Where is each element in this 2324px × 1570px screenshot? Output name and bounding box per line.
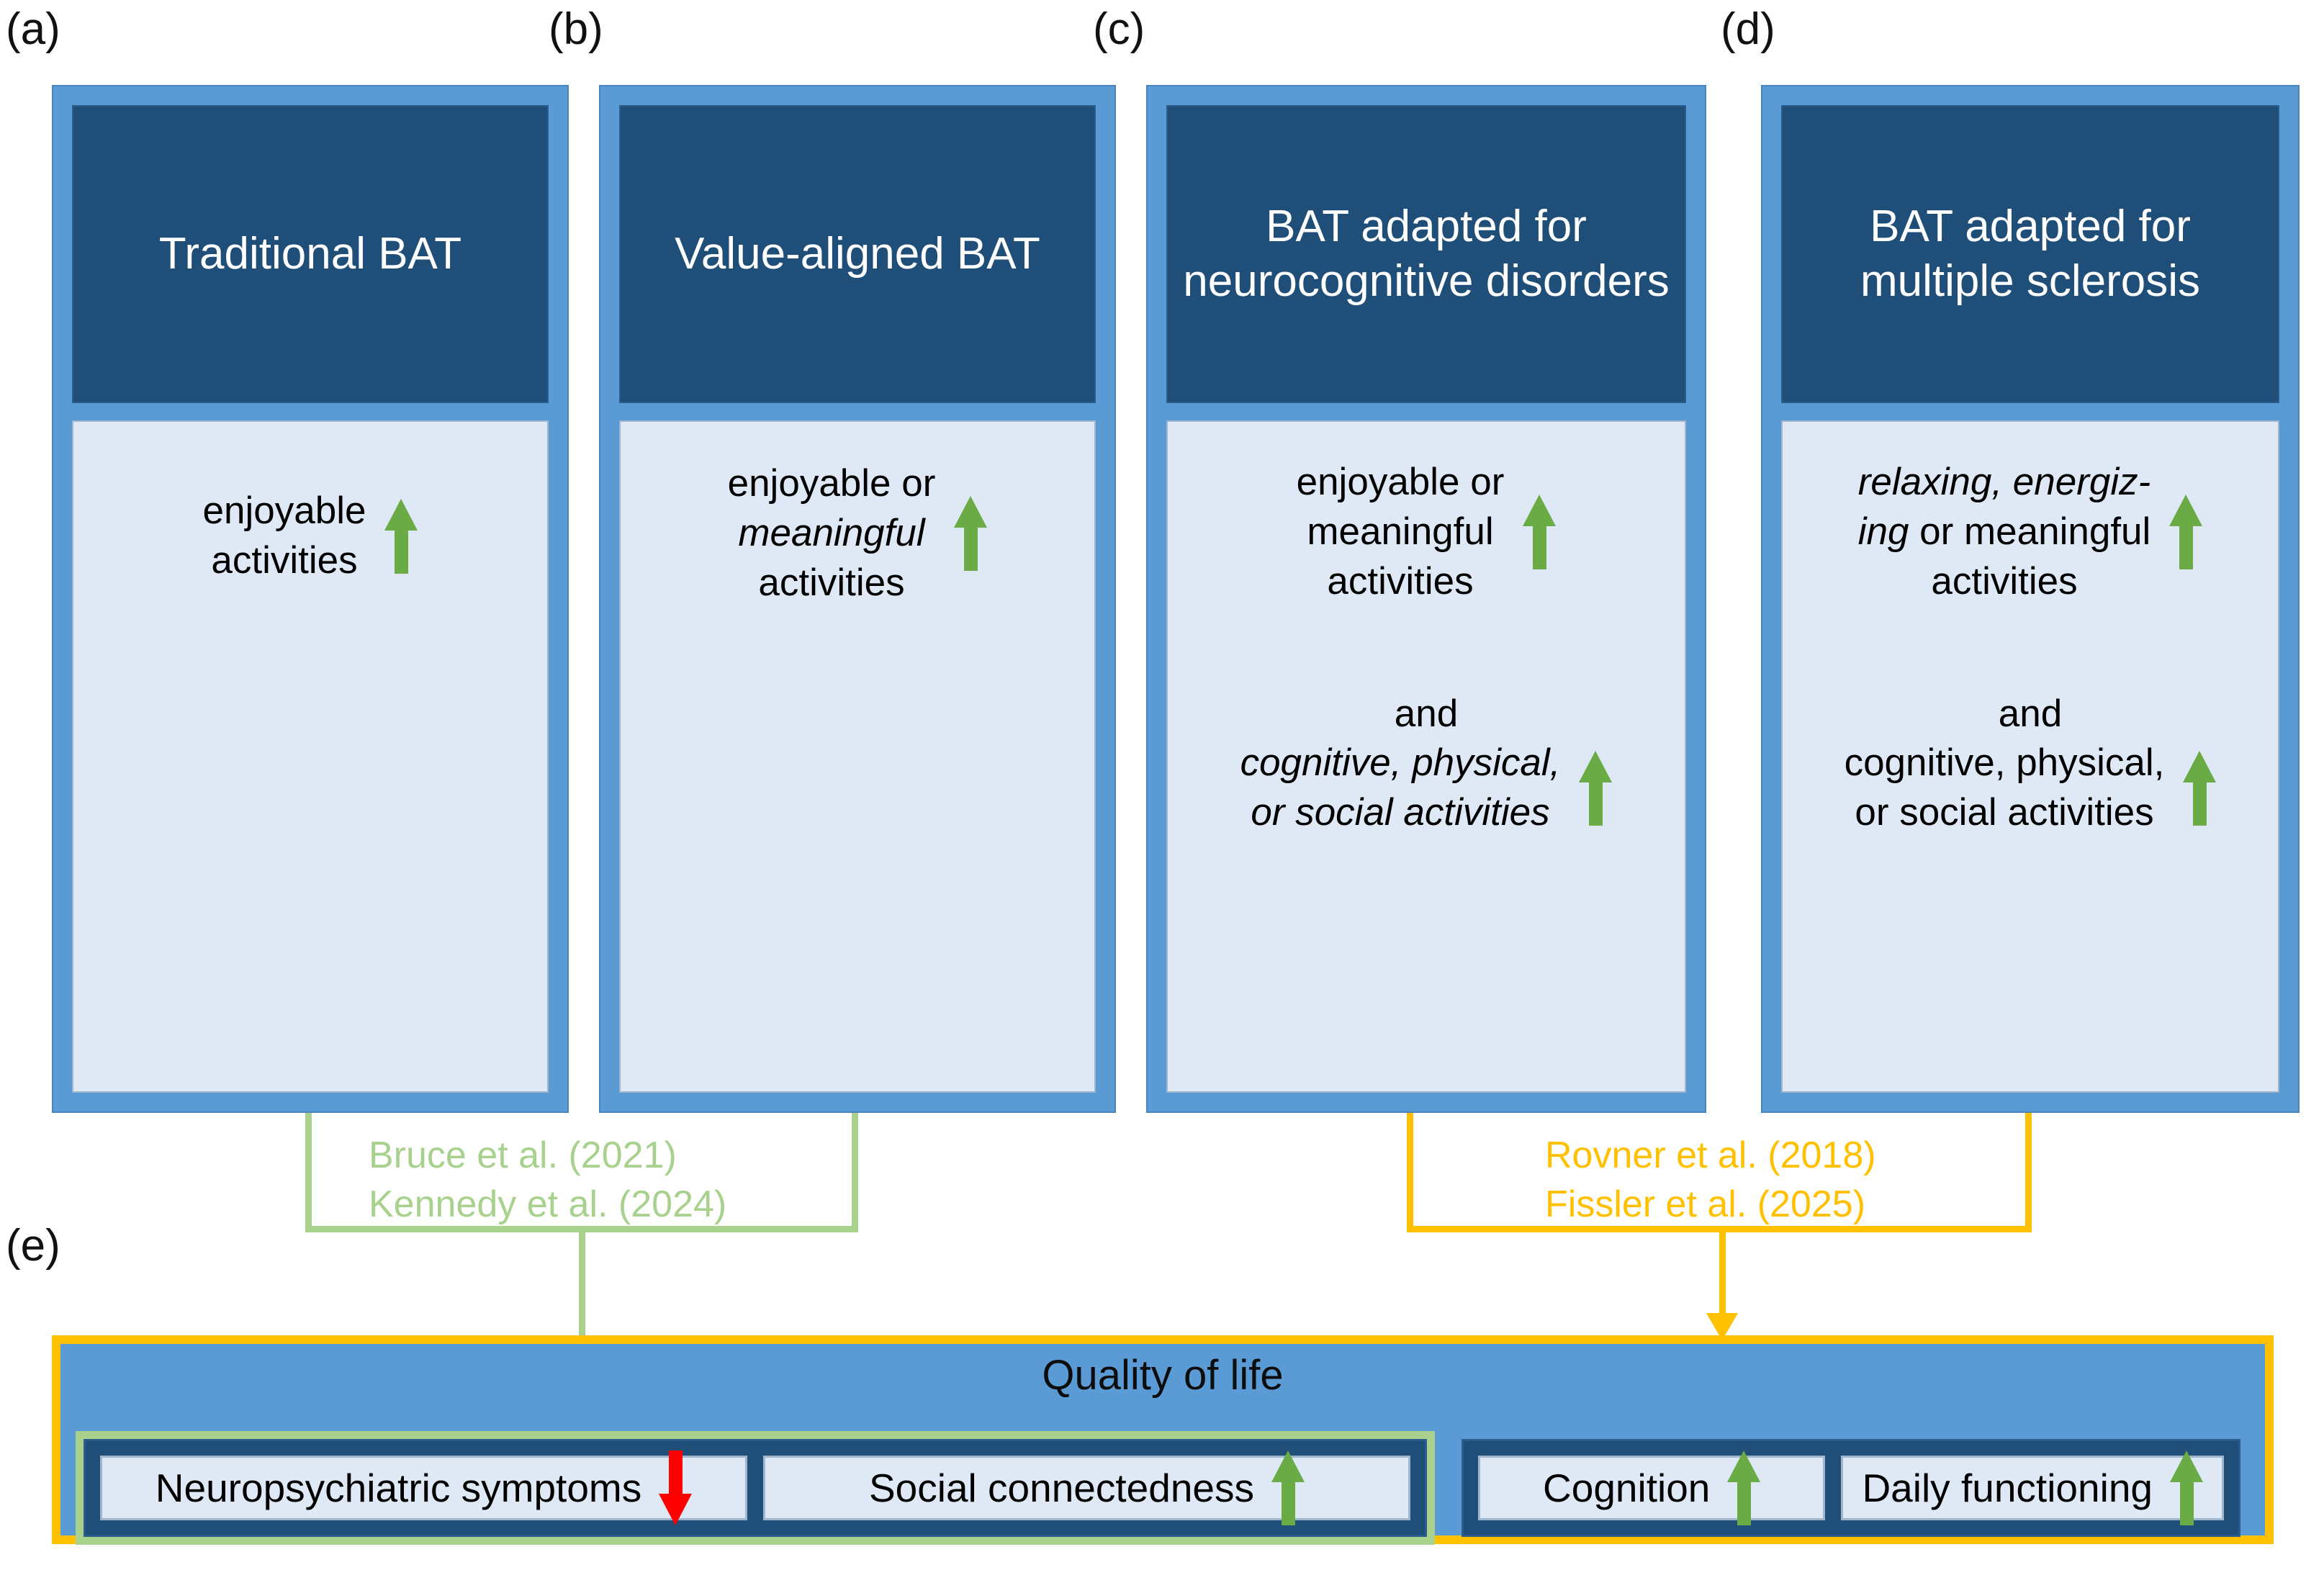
up-arrow-icon [2170,1451,2203,1525]
up-arrow-icon [2183,750,2217,826]
outcome-group-green: Neuropsychiatric symptoms Social connect… [76,1431,1435,1545]
outcome-chip-label: Cognition [1543,1466,1711,1510]
panel-c-row-2: cognitive, physical,or social activities [1168,739,1685,838]
panel-c-title: BAT adapted for neurocognitive disorders [1166,105,1686,403]
panel-d-row-2-text: cognitive, physical,or social activities [1844,741,2165,834]
panel-d-title: BAT adapted for multiple sclerosis [1781,105,2279,403]
up-arrow-icon [384,498,418,574]
panel-bat-multiple-sclerosis: BAT adapted for multiple sclerosis relax… [1761,85,2300,1113]
connector-green-stem [579,1232,585,1373]
citation-green-line-1: Bruce et al. (2021) [369,1134,677,1176]
outcome-title: Quality of life [1042,1352,1284,1399]
outcome-chip-social-connectedness[interactable]: Social connectedness [763,1451,1410,1525]
citation-orange-line-2: Fissler et al. (2025) [1545,1183,1866,1225]
outcome-panel-quality-of-life: Quality of life Neuropsychiatric symptom… [52,1335,2274,1545]
panel-b-title: Value-aligned BAT [619,105,1096,403]
up-arrow-icon [1579,750,1613,826]
up-arrow-icon [1523,495,1557,570]
outcome-chip-label: Daily functioning [1862,1466,2153,1510]
citation-orange: Rovner et al. (2018) Fissler et al. (202… [1545,1132,1876,1229]
panel-label-b: (b) [549,4,603,54]
connector-orange-stem [1719,1232,1726,1319]
connector-orange-bracket [1407,1113,2032,1232]
up-arrow-icon [1727,1451,1761,1525]
citation-green: Bruce et al. (2021) Kennedy et al. (2024… [369,1132,726,1229]
outcome-chip-neuropsychiatric-symptoms[interactable]: Neuropsychiatric symptoms [100,1451,747,1525]
panel-label-a: (a) [6,4,60,54]
panel-d-row-2: cognitive, physical,or social activities [1783,739,2278,838]
connector-green-bracket [305,1113,858,1232]
outcome-chip-cognition[interactable]: Cognition [1478,1451,1826,1525]
outcome-chip-label: Social connectedness [868,1466,1255,1510]
panel-d-conjunction: and [1998,692,2063,735]
up-arrow-icon [954,496,988,572]
panel-label-c: (c) [1093,4,1145,54]
citation-green-line-2: Kennedy et al. (2024) [369,1183,727,1225]
panel-a-title: Traditional BAT [72,105,549,403]
citation-orange-line-1: Rovner et al. (2018) [1545,1134,1876,1176]
down-arrow-icon [659,1451,693,1525]
panel-c-row-2-text: cognitive, physical,or social activities [1240,741,1561,834]
panel-label-d: (d) [1721,4,1775,54]
panel-bat-neurocognitive-disorders: BAT adapted for neurocognitive disorders… [1146,85,1706,1113]
up-arrow-icon [2169,495,2203,570]
panel-c-conjunction: and [1394,692,1459,735]
outcome-chip-daily-functioning[interactable]: Daily functioning [1841,1451,2224,1525]
panel-label-e: (e) [6,1221,60,1271]
outcome-chip-label: Neuropsychiatric symptoms [155,1466,642,1510]
outcome-group-plain: Cognition Daily functioning [1461,1439,2240,1537]
up-arrow-icon [1271,1451,1305,1525]
